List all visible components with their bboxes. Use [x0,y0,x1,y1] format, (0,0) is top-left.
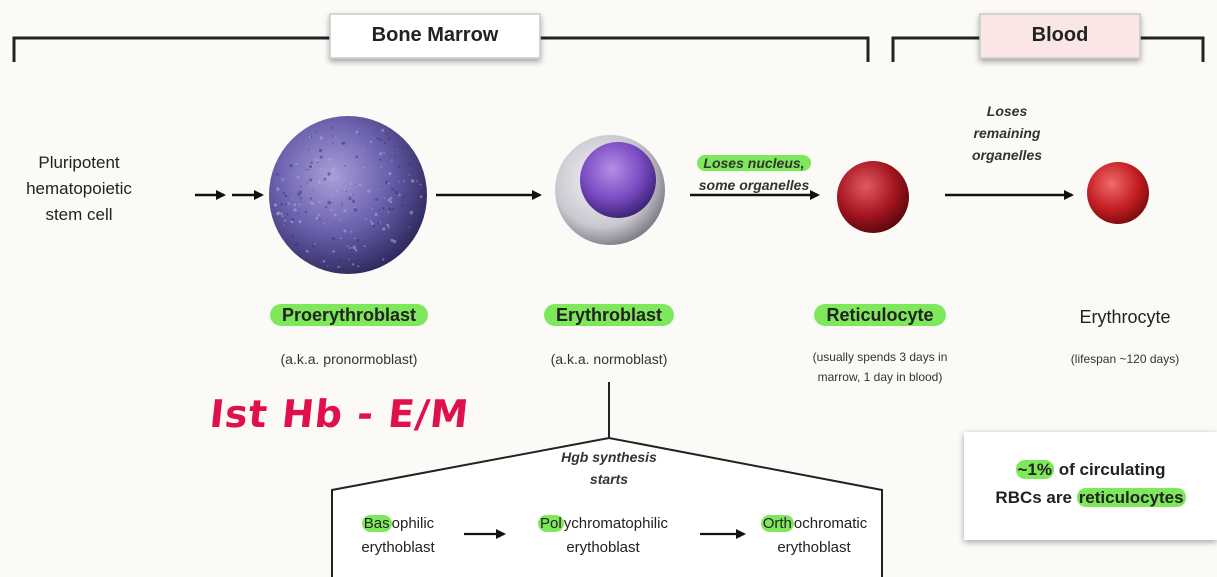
stem-cell-label: Pluripotent hematopoietic stem cell [4,150,154,228]
erythroblast-name: Erythroblast [520,305,698,326]
erythrocyte-cell [1087,162,1149,224]
erythroblast-nucleus [580,142,656,218]
loses-remaining-line1: Loses [945,100,1069,122]
erythrocyte-note: (lifespan ~120 days) [1040,350,1210,369]
reticulocyte-name: Reticulocyte [790,305,970,326]
stem-cell-line2: hematopoietic [4,176,154,202]
loses-remaining-line2: remaining [945,122,1069,144]
erythroblast-note: (a.k.a. normoblast) [520,350,698,369]
stem-cell-line3: stem cell [4,202,154,228]
loses-nucleus-label: Loses nucleus, some organelles [676,152,832,196]
reticulocyte-note-line2: marrow, 1 day in blood) [780,367,980,387]
reticulocyte-cell [837,161,909,233]
hgb-line1: Hgb synthesis [530,446,688,468]
bone-marrow-label: Bone Marrow [330,24,540,47]
proerythroblast-note: (a.k.a. pronormoblast) [243,350,455,369]
reticulocyte-fact-text: ~1% of circulating RBCs are reticulocyte… [964,456,1217,512]
proerythroblast-cell [269,116,427,274]
loses-remaining-line3: organelles [945,144,1069,166]
loses-nucleus-line1: Loses nucleus, [697,155,810,171]
blood-label: Blood [980,24,1140,47]
erythrocyte-name: Erythrocyte [1050,307,1200,328]
stem-cell-line1: Pluripotent [4,150,154,176]
handwritten-annotation: Ist Hb - E/M [208,392,472,436]
loses-remaining-label: Loses remaining organelles [945,100,1069,166]
hgb-synthesis-label: Hgb synthesis starts [530,446,688,490]
reticulocyte-note-line1: (usually spends 3 days in [780,347,980,367]
loses-nucleus-line2: some organelles [676,174,832,196]
proerythroblast-name: Proerythroblast [243,305,455,326]
reticulocyte-note: (usually spends 3 days in marrow, 1 day … [780,347,980,387]
hgb-line2: starts [530,468,688,490]
